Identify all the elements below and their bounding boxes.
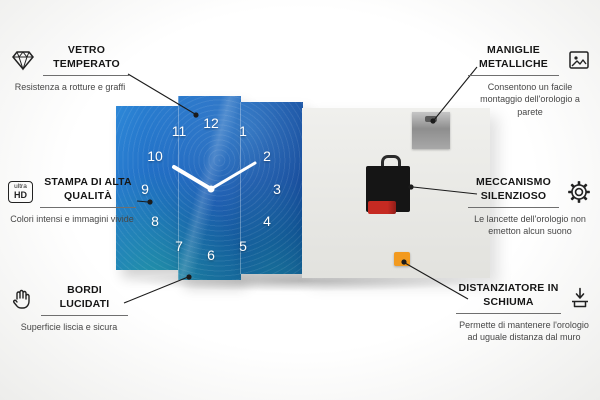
callout-print-quality: ultra HD STAMPA DI ALTA QUALITÀ Colori i… (8, 176, 136, 225)
picture-frame-icon (566, 48, 592, 72)
callout-foam-spacer: DISTANZIATORE IN SCHIUMA Permette di man… (456, 282, 592, 344)
clock-number: 2 (263, 148, 271, 164)
clock-number: 1 (239, 123, 247, 139)
clock-number: 7 (175, 238, 183, 254)
clock-number: 5 (239, 238, 247, 254)
callout-description: Permette di mantenere l'orologio ad ugua… (459, 320, 589, 343)
hand-touch-icon (10, 288, 34, 312)
arrow-down-spacer-icon (568, 286, 592, 310)
callout-tempered-glass: VETRO TEMPERATO Resistenza a rotture e g… (10, 44, 130, 93)
clock-back-panel (302, 108, 490, 278)
callout-metal-hangers: MANIGLIE METALLICHE Consentono un facile… (468, 44, 592, 118)
callout-title: DISTANZIATORE IN SCHIUMA (456, 282, 561, 315)
callout-title: STAMPA DI ALTA QUALITÀ (40, 176, 136, 209)
clock-number: 10 (147, 148, 163, 164)
metal-hanger-plate (412, 112, 450, 149)
callout-description: Colori intensi e immagini vivide (10, 214, 134, 225)
callout-silent-mechanism: MECCANISMO SILENZIOSO (468, 176, 592, 238)
callout-description: Le lancette dell'orologio non emetton al… (474, 214, 586, 237)
clock-front-panel-right (240, 102, 303, 274)
callout-description: Superficie liscia e sicura (20, 322, 118, 333)
foam-spacer (394, 252, 410, 266)
gear-icon (566, 179, 592, 205)
clock-number: 3 (273, 181, 281, 197)
callout-description: Resistenza a rotture e graffi (14, 82, 126, 93)
mechanism-hook (381, 155, 401, 170)
callout-title: VETRO TEMPERATO (43, 44, 130, 77)
clock-front-panel-left (116, 106, 178, 270)
callout-title: MECCANISMO SILENZIOSO (468, 176, 559, 209)
clock-number: 12 (203, 115, 219, 131)
clock-number: 9 (141, 181, 149, 197)
clock-number: 4 (263, 213, 271, 229)
clock-number: 6 (207, 247, 215, 263)
callout-title: MANIGLIE METALLICHE (468, 44, 559, 77)
clock-number: 11 (171, 123, 187, 139)
ultra-hd-icon: ultra HD (8, 181, 33, 203)
battery (368, 201, 396, 214)
callout-title: BORDI LUCIDATI (41, 284, 128, 317)
diamond-icon (10, 49, 36, 71)
clock-number: 8 (151, 213, 159, 229)
callout-description: Consentono un facile montaggio dell'orol… (480, 82, 580, 117)
callout-polished-edges: BORDI LUCIDATI Superficie liscia e sicur… (10, 284, 128, 333)
